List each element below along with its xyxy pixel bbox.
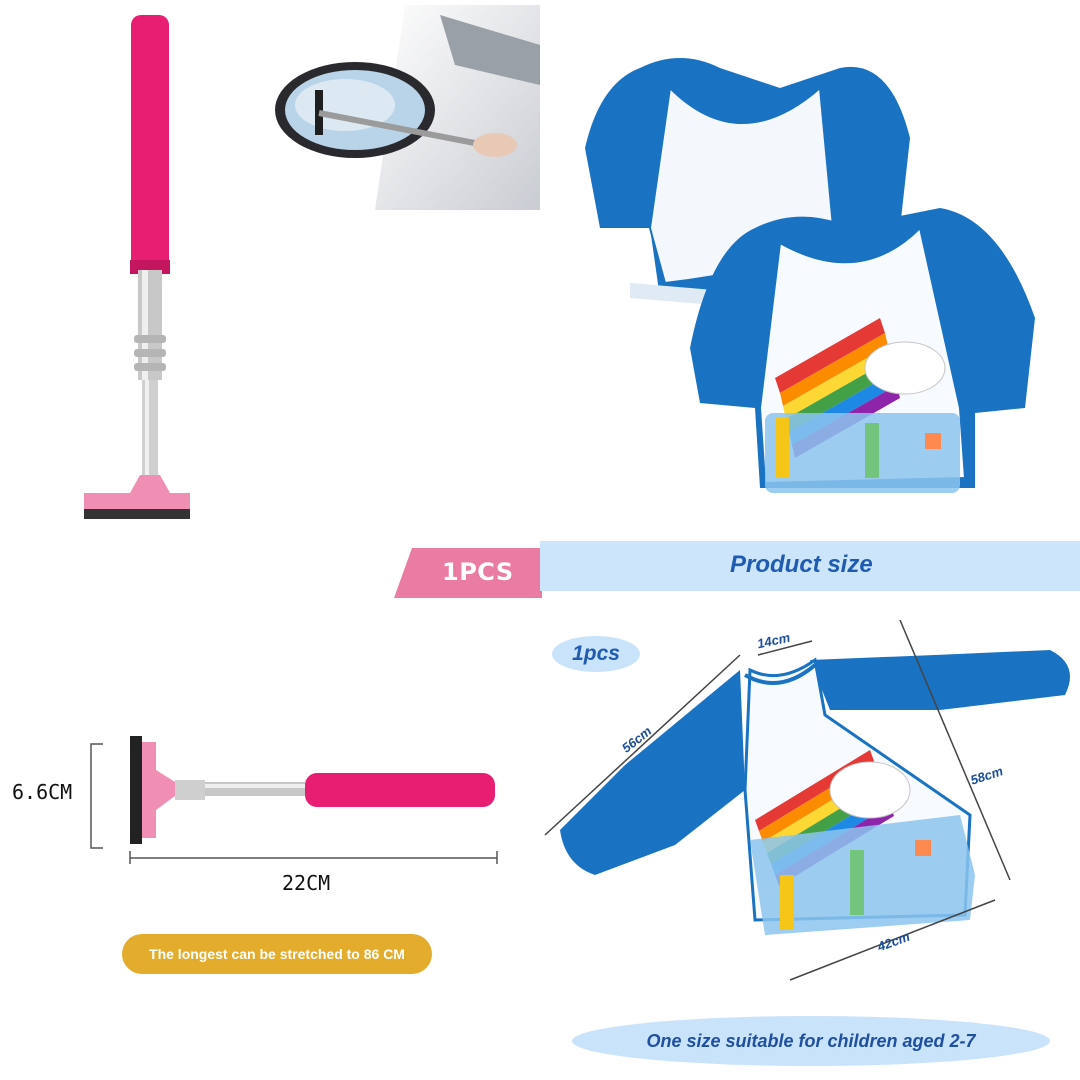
age-note-badge: One size suitable for children aged 2-7 xyxy=(572,1016,1050,1066)
bib-quantity-badge: 1pcs xyxy=(552,636,640,672)
age-note: One size suitable for children aged 2-7 xyxy=(646,1031,976,1051)
bib-flat-image xyxy=(544,619,1070,981)
car-mirror-photo xyxy=(255,5,540,210)
length-label: 22CM xyxy=(282,871,331,895)
bib-quantity-label: 1pcs xyxy=(572,642,620,665)
squeegee-product-image xyxy=(84,15,190,519)
stretch-note: The longest can be stretched to 86 CM xyxy=(149,946,405,962)
stretch-note-badge: The longest can be stretched to 86 CM xyxy=(122,934,432,974)
quantity-label: 1PCS xyxy=(442,558,514,586)
squeegee-dimension-image xyxy=(90,736,498,864)
height-label: 6.6CM xyxy=(12,780,73,804)
size-title-bar xyxy=(540,541,1080,591)
size-title: Product size xyxy=(730,551,873,578)
bib-pair-image xyxy=(585,58,1035,493)
quantity-ribbon xyxy=(394,548,542,598)
